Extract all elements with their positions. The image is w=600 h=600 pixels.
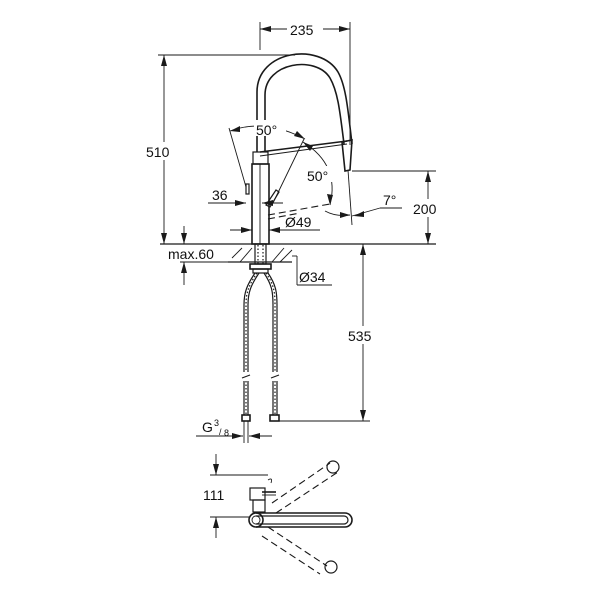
dim-angle-spray: 7° (324, 192, 402, 218)
hose-fitting-right (269, 414, 280, 422)
body-diameter-label: Ø49 (285, 214, 312, 230)
dim-hose-length: 535 (279, 244, 381, 422)
dim-angle-top: 50° (229, 120, 306, 140)
hose-length-label: 535 (348, 328, 372, 344)
dim-thread: G 3 / 8 (196, 418, 272, 443)
hose-fitting-left (241, 414, 251, 422)
top-plan-view: 111 (203, 454, 353, 575)
thread-label-den: 8 (224, 428, 229, 438)
mount-hole-label: Ø34 (299, 269, 326, 285)
faucet-body (251, 151, 270, 245)
total-height-label: 510 (146, 144, 170, 160)
plan-offset-label: 111 (203, 487, 224, 503)
svg-text:/: / (219, 427, 222, 437)
spout-swing-down (261, 526, 338, 575)
dim-outlet-height: 200 (352, 170, 444, 244)
thread-label-prefix: G (202, 419, 213, 435)
angle-label-spray: 7° (383, 192, 396, 208)
body-plan (249, 478, 276, 513)
dim-plan-offset: 111 (203, 454, 268, 538)
spout-plan (248, 512, 353, 528)
spray-tilt-line (347, 169, 353, 226)
thread-label-num: 3 (214, 418, 219, 428)
side-elevation-view: 50° 50° 7° 235 (145, 20, 444, 443)
dim-mount-hole: Ø34 (292, 255, 332, 286)
handle-travel-left (228, 127, 247, 188)
angle-label-top: 50° (256, 122, 277, 138)
outlet-height-label: 200 (413, 201, 437, 217)
dim-angle-right: 50° (302, 141, 336, 206)
dim-max-deck: max.60 (168, 226, 228, 285)
handle-position-forward (265, 189, 280, 208)
max-deck-label: max.60 (168, 246, 214, 262)
angle-label-right: 50° (307, 168, 328, 184)
spout-arc (256, 53, 353, 152)
handle-lever (259, 140, 348, 157)
handle-offset-label: 36 (212, 187, 228, 203)
reach-label: 235 (290, 22, 314, 38)
dim-reach: 235 (259, 20, 351, 145)
supply-hoses (241, 272, 280, 422)
dim-body-diameter: Ø49 (230, 214, 320, 233)
handle-position-back (245, 183, 250, 195)
dim-handle-offset: 36 (208, 187, 283, 206)
spray-head (341, 139, 353, 172)
spout-swing-up (271, 460, 340, 514)
countertop-section (228, 243, 293, 274)
dim-total-height: 510 (145, 54, 295, 244)
